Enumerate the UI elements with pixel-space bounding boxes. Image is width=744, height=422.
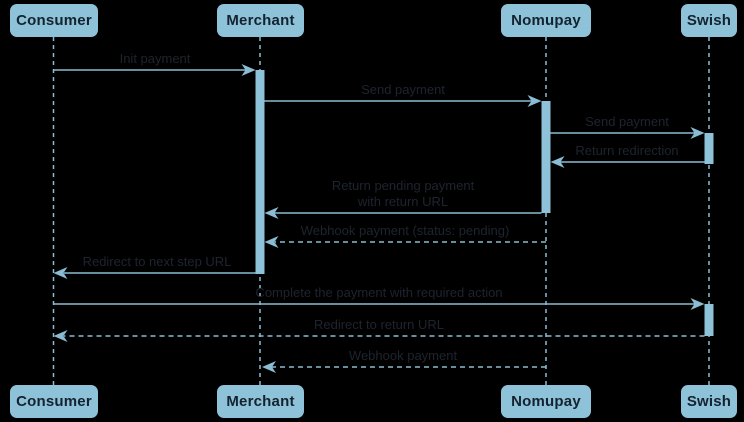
activation-bar-nomupay — [541, 101, 551, 213]
arrowhead-init-payment — [241, 64, 256, 76]
activation-bar-swish-1 — [704, 133, 714, 164]
message-arrows — [53, 64, 705, 373]
actor-box-consumer-bottom: Consumer — [10, 385, 98, 418]
arrowhead-complete-payment — [690, 298, 705, 310]
message-label-redirect-next-step: Redirect to next step URL — [82, 254, 232, 269]
activation-bars — [255, 70, 714, 336]
arrowhead-webhook-payment-pending — [264, 236, 279, 248]
message-label-return-redirection: Return redirection — [575, 143, 679, 158]
actor-box-swish-bottom: Swish — [681, 385, 737, 418]
message-label-return-pending-payment-line2: with return URL — [357, 194, 449, 209]
message-label-webhook-payment-pending: Webhook payment (status: pending) — [300, 223, 510, 238]
message-label-webhook-payment: Webhook payment — [348, 348, 458, 363]
arrowhead-send-payment-merchant-nomupay — [527, 95, 542, 107]
message-label-return-pending-payment-line1: Return pending payment — [331, 178, 475, 193]
message-label-init-payment: Init payment — [119, 51, 191, 66]
message-label-return-pending-payment: Return pending payment with return URL — [332, 178, 474, 210]
activation-bar-merchant — [255, 70, 265, 274]
actor-box-merchant-top: Merchant — [217, 4, 304, 37]
arrowhead-redirect-next-step — [53, 267, 68, 279]
message-label-redirect-return-url: Redirect to return URL — [313, 317, 445, 332]
arrowhead-return-redirection — [550, 156, 565, 168]
message-label-complete-payment: Complete the payment with required actio… — [255, 285, 503, 300]
message-label-send-payment-1: Send payment — [361, 82, 445, 97]
message-label-send-payment-2: Send payment — [585, 114, 669, 129]
arrowhead-redirect-return-url — [53, 330, 68, 342]
actor-box-consumer-top: Consumer — [10, 4, 98, 37]
actor-box-nomupay-bottom: Nomupay — [501, 385, 591, 418]
actor-box-swish-top: Swish — [681, 4, 737, 37]
actor-box-nomupay-top: Nomupay — [501, 4, 591, 37]
arrowhead-send-payment-nomupay-swish — [690, 127, 705, 139]
activation-bar-swish-2 — [704, 304, 714, 336]
actor-box-merchant-bottom: Merchant — [217, 385, 304, 418]
arrowhead-return-pending-payment — [264, 207, 279, 219]
arrowhead-webhook-payment — [262, 361, 276, 373]
